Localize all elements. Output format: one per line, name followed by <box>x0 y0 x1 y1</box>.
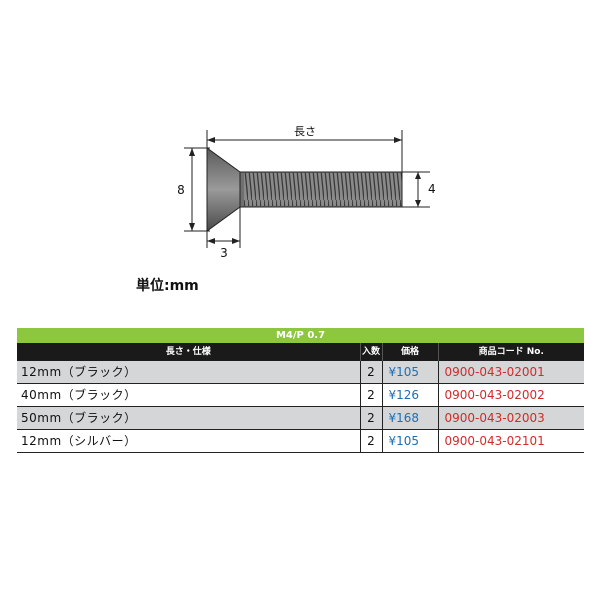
table-row: 12mm（ブラック） 2 ¥105 0900-043-02001 <box>17 361 585 384</box>
head-depth-label: 3 <box>220 246 228 260</box>
header-price: 価格 <box>381 343 438 361</box>
row-code: 0900-043-02002 <box>437 383 585 407</box>
head-height-label: 8 <box>177 183 185 197</box>
row-qty: 2 <box>359 406 382 430</box>
row-code: 0900-043-02003 <box>437 406 585 430</box>
screw-head <box>206 147 241 232</box>
screw-thread <box>244 173 402 206</box>
screw-diagram: 長さ 8 3 4 <box>177 125 436 260</box>
row-price: ¥168 <box>381 406 438 430</box>
row-spec: 12mm（シルバー） <box>17 429 360 453</box>
spec-table: M4/P 0.7 長さ・仕様 入数 価格 商品コード No. 12mm（ブラック… <box>17 328 585 453</box>
row-code: 0900-043-02001 <box>437 361 585 384</box>
table-header-row: 長さ・仕様 入数 価格 商品コード No. <box>17 343 585 361</box>
row-qty: 2 <box>359 383 382 407</box>
diameter-label: 4 <box>428 182 436 196</box>
table-row: 40mm（ブラック） 2 ¥126 0900-043-02002 <box>17 383 585 407</box>
header-code: 商品コード No. <box>437 343 585 361</box>
table-title: M4/P 0.7 <box>17 328 585 343</box>
row-qty: 2 <box>359 361 382 384</box>
row-price: ¥105 <box>381 429 438 453</box>
row-price: ¥105 <box>381 361 438 384</box>
row-spec: 50mm（ブラック） <box>17 406 360 430</box>
row-qty: 2 <box>359 429 382 453</box>
table-title-row: M4/P 0.7 <box>17 328 585 343</box>
header-qty: 入数 <box>359 343 382 361</box>
row-price: ¥126 <box>381 383 438 407</box>
row-code: 0900-043-02101 <box>437 429 585 453</box>
row-spec: 40mm（ブラック） <box>17 383 360 407</box>
length-label: 長さ <box>294 125 316 138</box>
header-spec: 長さ・仕様 <box>17 343 360 361</box>
table-row: 50mm（ブラック） 2 ¥168 0900-043-02003 <box>17 406 585 430</box>
unit-note: 単位:mm <box>136 278 199 294</box>
table-row: 12mm（シルバー） 2 ¥105 0900-043-02101 <box>17 429 585 453</box>
row-spec: 12mm（ブラック） <box>17 361 360 384</box>
